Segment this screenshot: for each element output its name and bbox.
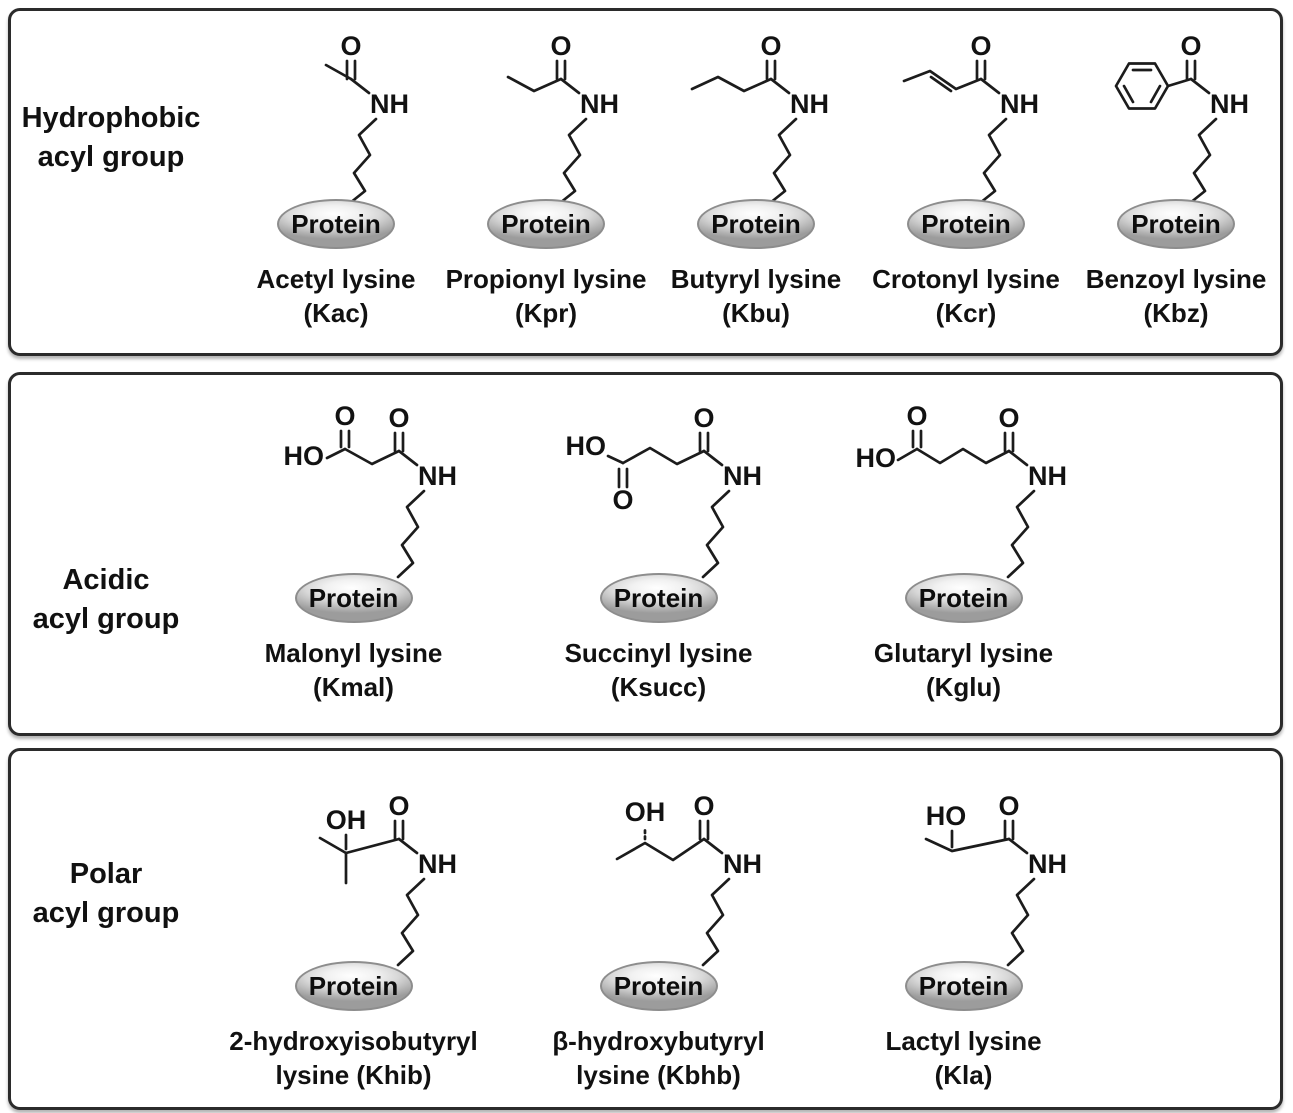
protein-node: Protein [697,199,815,249]
kbz-skeletal-structure [1114,29,1251,205]
khib-skeletal-structure: OH [318,789,458,967]
structure-code: (Kmal) [313,671,394,702]
kcr-skeletal-structure [902,29,1041,205]
structure-name: Lactyl lysine [885,1026,1042,1056]
structure-name: Glutaryl lysine [873,638,1054,668]
structure-name: Acetyl lysine [256,264,416,294]
panel-acidic-acyl-group: Acidic acyl group O HO Protein Malonyl l… [8,372,1283,736]
o-atom-label: O [906,401,927,431]
o-atom-label: O [334,401,355,431]
protein-node: Protein [599,573,718,623]
structure-caption: 2-hydroxyisobutyryl lysine (Khib) [229,1025,478,1093]
structure-code: (Ksucc) [610,671,707,702]
kglu-skeletal-structure: O HO [855,401,1068,579]
structure-name: Benzoyl lysine [1085,264,1267,294]
panel-polar-acyl-group: Polar acyl group OH Protein 2-hydroxyiso… [8,748,1283,1110]
kmal-skeletal-structure: O HO [283,401,458,579]
o-atom-label: O [612,485,633,515]
structure-code: (Kpr) [514,297,578,328]
panel-hydrophobic-acyl-group: Hydrophobic acyl group Protein Acetyl ly… [8,8,1283,356]
structure-kpr: Protein Propionyl lysine (Kpr) [441,29,651,353]
structure-kbz: Protein Benzoyl lysine (Kbz) [1071,29,1281,353]
group-label-line2: acyl group [37,141,185,174]
ho-atom-label: HO [855,443,896,473]
structure-code: (Kglu) [925,671,1002,702]
structure-code: (Kbz) [1143,297,1209,328]
kpr-skeletal-structure [506,29,621,205]
hydrophobic-structures-row: Protein Acetyl lysine (Kac) Protein Prop… [211,11,1281,353]
ho-atom-label: HO [283,441,324,471]
structure-code: (Kla) [934,1059,993,1090]
structure-caption: Propionyl lysine (Kpr) [446,263,647,331]
group-label-polar: Polar acyl group [11,751,201,1107]
ksucc-skeletal-structure: O HO [565,401,763,579]
group-label-line2: acyl group [32,603,180,636]
structure-caption: Glutaryl lysine (Kglu) [874,637,1053,705]
group-label-acidic: Acidic acyl group [11,375,201,733]
structure-name: β-hydroxybutyryl [552,1026,765,1056]
ho-atom-label: HO [565,431,606,461]
structure-name: 2-hydroxyisobutyryl [229,1026,478,1056]
structure-kac: Protein Acetyl lysine (Kac) [231,29,441,353]
structure-khib: OH Protein 2-hydroxyisobutyryl lysine (K… [201,789,506,1107]
group-label-hydrophobic: Hydrophobic acyl group [11,11,211,353]
structure-caption: Crotonyl lysine (Kcr) [872,263,1060,331]
structure-caption: Benzoyl lysine (Kbz) [1086,263,1267,331]
polar-structures-row: OH Protein 2-hydroxyisobutyryl lysine (K… [201,751,1116,1107]
group-label-line2: acyl group [32,897,180,930]
protein-node: Protein [904,573,1023,623]
kla-skeletal-structure: HO [924,789,1068,967]
group-label-line1: Polar [69,858,143,890]
oh-atom-label: OH [325,805,366,835]
structure-caption: Acetyl lysine (Kac) [257,263,416,331]
structure-name: Malonyl lysine [264,638,443,668]
structure-caption: Malonyl lysine (Kmal) [265,637,443,705]
protein-node: Protein [277,199,395,249]
ho-atom-label: HO [925,801,966,831]
structure-name: Butyryl lysine [670,264,842,294]
structure-kbu: Protein Butyryl lysine (Kbu) [651,29,861,353]
structure-kmal: O HO Protein Malonyl lysine (Kmal) [201,401,506,733]
structure-caption: Succinyl lysine (Ksucc) [565,637,753,705]
acidic-structures-row: O HO Protein Malonyl lysine (Kmal) O HO … [201,375,1116,733]
structure-code: (Kbu) [722,297,790,328]
structure-code: (Kcr) [935,297,997,328]
protein-node: Protein [294,961,413,1011]
structure-name: Crotonyl lysine [872,264,1060,294]
structure-code: (Kac) [303,297,369,328]
protein-node: Protein [1117,199,1235,249]
structure-name: Propionyl lysine [445,264,647,294]
structure-caption: β-hydroxybutyryl lysine (Kbhb) [552,1025,764,1093]
structure-kla: HO Protein Lactyl lysine (Kla) [811,789,1116,1107]
kac-skeletal-structure [324,29,411,205]
structure-ksucc: O HO Protein Succinyl lysine (Ksucc) [506,401,811,733]
structure-code: lysine (Khib) [275,1059,432,1090]
group-label-line1: Acidic [62,564,150,596]
structure-name: Succinyl lysine [564,638,753,668]
structure-kbhb: OH Protein β-hydroxybutyryl lysine (Kbhb… [506,789,811,1107]
structure-caption: Lactyl lysine (Kla) [885,1025,1041,1093]
structure-kglu: O HO Protein Glutaryl lysine (Kglu) [811,401,1116,733]
kbhb-skeletal-structure: OH [615,789,763,967]
protein-node: Protein [487,199,605,249]
protein-node: Protein [904,961,1023,1011]
group-label-line1: Hydrophobic [21,102,201,134]
structure-caption: Butyryl lysine (Kbu) [671,263,842,331]
oh-atom-label: OH [624,797,665,827]
protein-node: Protein [294,573,413,623]
protein-node: Protein [599,961,718,1011]
structure-kcr: Protein Crotonyl lysine (Kcr) [861,29,1071,353]
kbu-skeletal-structure [690,29,831,205]
structure-code: lysine (Kbhb) [576,1059,741,1090]
protein-node: Protein [907,199,1025,249]
